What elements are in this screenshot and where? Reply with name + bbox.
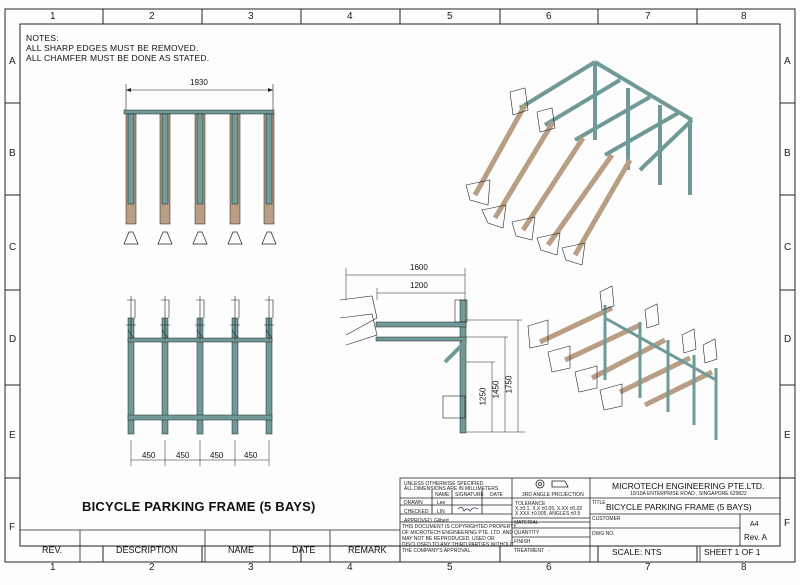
scale: SCALE: NTS bbox=[612, 547, 662, 557]
zone-row-b: B bbox=[9, 148, 16, 159]
approved-name: Gilbert bbox=[434, 518, 449, 524]
checked-signature bbox=[457, 507, 479, 512]
col-date: DATE bbox=[490, 492, 503, 498]
zone-row-d: D bbox=[9, 334, 17, 345]
dim-height-mid: 1450 bbox=[491, 380, 501, 399]
company-name: MICROTECH ENGINEERING PTE.LTD. bbox=[612, 481, 765, 491]
dim-bay-3: 450 bbox=[210, 451, 224, 460]
approved-label: APPROVED bbox=[404, 518, 432, 524]
zone-col-2: 2 bbox=[149, 11, 155, 22]
zone-col-1: 1 bbox=[50, 11, 56, 22]
side-view bbox=[339, 268, 525, 434]
notes-line-1: ALL SHARP EDGES MUST BE REMOVED. bbox=[26, 43, 199, 53]
zone-col-8-bottom: 8 bbox=[741, 562, 747, 573]
drawn-label: DRAWN bbox=[404, 500, 423, 506]
zone-col-7-bottom: 7 bbox=[645, 562, 651, 573]
zone-col-5: 5 bbox=[447, 11, 453, 22]
zone-row-a: A bbox=[9, 56, 16, 67]
zone-col-2-bottom: 2 bbox=[149, 562, 155, 573]
title-label: TITLE bbox=[592, 500, 606, 506]
finish-label: FINISH bbox=[514, 539, 531, 545]
dim-bay-2: 450 bbox=[176, 451, 190, 460]
copyright-line-4: DISCLOSED TO ANY THIRD PARTIES WITHOUT bbox=[402, 542, 514, 548]
treatment-label: TREATMENT bbox=[514, 548, 545, 554]
title-block-title: BICYCLE PARKING FRAME (5 BAYS) bbox=[606, 502, 752, 512]
company-address: 10/10A ENTERPRISE ROAD , SINGAPORE 62982… bbox=[630, 491, 747, 497]
copyright-line-3: MAY NOT BE REPRODUCED, USED OR bbox=[402, 536, 495, 542]
zone-col-6: 6 bbox=[546, 11, 552, 22]
zone-col-1-bottom: 1 bbox=[50, 562, 56, 573]
customer-label: CUSTOMER bbox=[592, 516, 621, 522]
tolerance-line-1: X.±0.1, X.X ±0.05, X.XX ±0.02 bbox=[515, 506, 583, 512]
copyright-line-5: THE COMPANY'S APPROVAL. bbox=[402, 548, 472, 554]
dim-bay-4: 450 bbox=[244, 451, 258, 460]
zone-row-d-right: D bbox=[784, 334, 792, 345]
iso-view-top bbox=[465, 60, 694, 266]
rev-header-date: DATE bbox=[292, 545, 316, 555]
material-label: MATERIAL bbox=[514, 520, 539, 526]
zone-row-f: F bbox=[9, 522, 16, 533]
zone-row-e: E bbox=[9, 430, 16, 441]
front-view bbox=[126, 296, 274, 466]
zone-col-4: 4 bbox=[347, 11, 353, 22]
treatment-value: - bbox=[548, 548, 550, 554]
col-signature: SIGNATURE bbox=[455, 492, 484, 498]
dim-bay-1: 450 bbox=[142, 451, 156, 460]
spec-line-1: UNLESS OTHERWISE SPECIFIED bbox=[404, 481, 484, 487]
copyright-line-1: THIS DOCUMENT IS COPYRIGHTED PROPERTY bbox=[402, 524, 517, 530]
revision: Rev. A bbox=[744, 533, 767, 542]
notes-line-2: ALL CHAMFER MUST BE DONE AS STATED. bbox=[26, 53, 210, 63]
zone-col-8: 8 bbox=[741, 11, 747, 22]
drawn-name: Lee bbox=[437, 500, 446, 506]
copyright-line-2: OF MICROTECH ENGINEERING PTE. LTD. AND bbox=[402, 530, 514, 536]
iso-view-bottom bbox=[527, 285, 718, 440]
dim-arm-inner: 1200 bbox=[410, 281, 428, 290]
zone-col-5-bottom: 5 bbox=[447, 562, 453, 573]
rev-header-name: NAME bbox=[228, 545, 255, 555]
zone-row-c-right: C bbox=[784, 242, 792, 253]
checked-label: CHECKED bbox=[404, 509, 429, 515]
drawing-title: BICYCLE PARKING FRAME (5 BAYS) bbox=[82, 499, 316, 514]
zone-ticks bbox=[5, 9, 795, 562]
sheet-size: A4 bbox=[750, 521, 759, 528]
rev-header-remark: REMARK bbox=[348, 545, 387, 555]
spec-line-2: ALL DIMENSIONS ARE IN MILLIMETERS bbox=[404, 486, 499, 492]
rev-header-rev: REV. bbox=[42, 545, 63, 555]
zone-col-7: 7 bbox=[645, 11, 651, 22]
tolerance-line-2: X.XXX ±0.005, ANGLES ±0.5 bbox=[515, 511, 581, 517]
checked-name: LIN bbox=[437, 509, 445, 515]
zone-col-3-bottom: 3 bbox=[248, 562, 254, 573]
zone-row-c: C bbox=[9, 242, 17, 253]
zone-col-3: 3 bbox=[248, 11, 254, 22]
dim-height-low: 1250 bbox=[478, 387, 488, 406]
sheet-number: SHEET 1 OF 1 bbox=[704, 547, 761, 557]
dwg-label: DWG NO. bbox=[592, 531, 615, 537]
notes: NOTES: ALL SHARP EDGES MUST BE REMOVED. … bbox=[26, 33, 209, 63]
dim-arm-length: 1600 bbox=[410, 263, 428, 272]
zone-row-b-right: B bbox=[784, 148, 791, 159]
projection-label: 3RD ANGLE PROJECTION bbox=[522, 492, 584, 498]
dim-overall-width: 1930 bbox=[190, 78, 208, 87]
zone-col-4-bottom: 4 bbox=[347, 562, 353, 573]
zone-col-6-bottom: 6 bbox=[546, 562, 552, 573]
zone-row-f-right: F bbox=[784, 518, 791, 529]
col-name: NAME bbox=[435, 492, 450, 498]
zone-row-a-right: A bbox=[784, 56, 791, 67]
top-view bbox=[123, 84, 277, 245]
notes-heading: NOTES: bbox=[26, 33, 59, 43]
zone-row-e-right: E bbox=[784, 430, 791, 441]
rev-header-description: DESCRIPTION bbox=[116, 545, 178, 555]
tolerance-label: TOLERANCE bbox=[515, 501, 546, 507]
quantity-label: QUANTITY bbox=[514, 530, 540, 536]
dim-height-high: 1750 bbox=[504, 375, 514, 394]
table-lines bbox=[20, 477, 781, 562]
